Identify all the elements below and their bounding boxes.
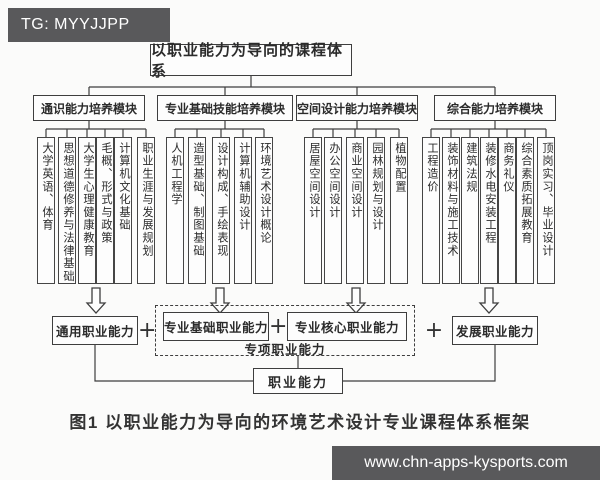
course-box: 办公空间设计 — [324, 137, 342, 284]
course-box: 装修水电安装工程 — [480, 137, 498, 284]
course-box: 顶岗实习、毕业设计 — [537, 137, 555, 284]
course-box: 居屋空间设计 — [304, 137, 322, 284]
plus-sign: + — [269, 314, 288, 339]
special-ability-label: 专项职业能力 — [244, 343, 326, 357]
course-box: 园林规划与设计 — [367, 137, 385, 284]
ability-professional-core: 专业核心职业能力 — [287, 312, 407, 341]
course-box: 人机工程学 — [166, 137, 184, 284]
course-box: 植物配置 — [390, 137, 408, 284]
course-box: 商务礼仪 — [498, 137, 516, 284]
course-box: 装饰材料与施工技术 — [442, 137, 460, 284]
course-box: 综合素质拓展教育 — [516, 137, 534, 284]
course-box: 大学生心理健康教育 — [78, 137, 96, 284]
watermark-tg-badge: TG: MYYJJPP — [8, 8, 170, 42]
plus-sign: + — [138, 318, 157, 343]
course-box: 造型基础、制图基础 — [188, 137, 206, 284]
course-box: 建筑法规 — [461, 137, 479, 284]
course-box: 职业生涯与发展规划 — [137, 137, 155, 284]
ability-general: 通用职业能力 — [52, 316, 138, 345]
course-box: 思想道德修养与法律基础 — [58, 137, 76, 284]
module-comprehensive: 综合能力培养模块 — [434, 95, 556, 121]
course-box: 大学英语、体育 — [37, 137, 55, 284]
figure-caption: 图1 以职业能力为导向的环境艺术设计专业课程体系框架 — [69, 413, 531, 432]
module-general: 通识能力培养模块 — [33, 95, 145, 121]
module-space-design: 空间设计能力培养模块 — [296, 95, 418, 121]
module-professional-basic: 专业基础技能培养模块 — [157, 95, 293, 121]
course-box: 计算机辅助设计 — [234, 137, 252, 284]
diagram-title: 以职业能力为导向的课程体系 — [150, 42, 352, 80]
course-box: 计算机文化基础 — [114, 137, 132, 284]
course-box: 毛概、形式与政策 — [96, 137, 114, 284]
course-box: 商业空间设计 — [346, 137, 364, 284]
course-box: 工程造价 — [422, 137, 440, 284]
course-box: 设计构成、手绘表现 — [212, 137, 230, 284]
plus-sign: + — [424, 318, 444, 343]
course-box: 环境艺术设计概论 — [255, 137, 273, 284]
ability-professional-basic: 专业基础职业能力 — [163, 312, 269, 341]
special-ability-group — [155, 305, 415, 356]
ability-overall: 职业能力 — [253, 368, 343, 394]
watermark-site-badge: www.chn-apps-kysports.com — [332, 446, 600, 480]
ability-development: 发展职业能力 — [452, 316, 538, 345]
